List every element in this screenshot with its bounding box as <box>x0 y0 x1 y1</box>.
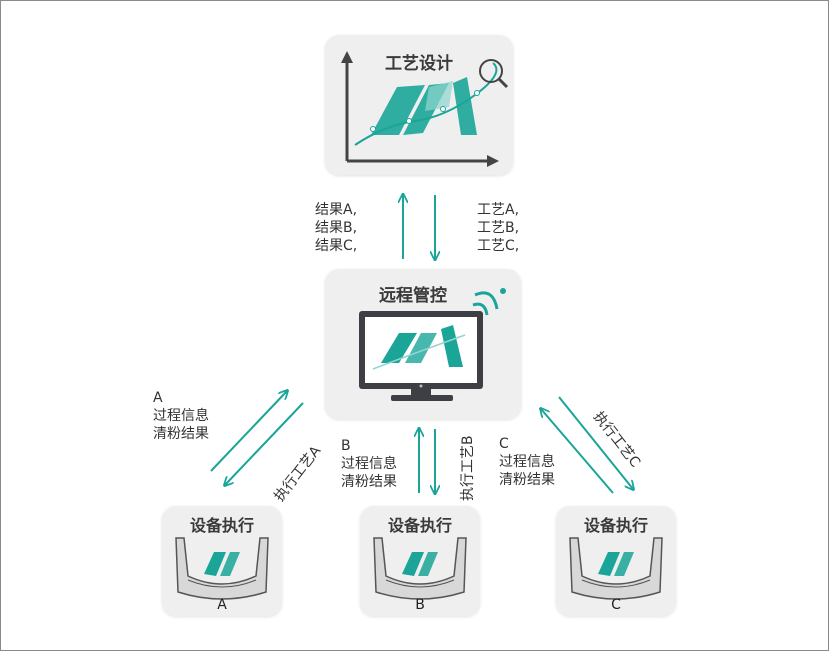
arrow-c-up <box>541 409 614 494</box>
device-b-title: 设备执行 <box>387 516 452 535</box>
feedback-a-labels: A 过程信息 清粉结果 <box>153 389 209 443</box>
arrow-a-up <box>210 391 287 472</box>
arrow-c-down <box>558 396 633 489</box>
result-a-label: 结果A, <box>315 202 358 218</box>
device-c-letter: C <box>611 597 621 613</box>
device-box-b: 设备执行 B <box>360 506 480 616</box>
result-b-label: 结果B, <box>315 220 358 236</box>
device-a-graphic <box>175 537 269 600</box>
device-box-c: 设备执行 C <box>556 506 676 616</box>
process-c-label: 工艺C, <box>477 238 520 254</box>
arrow-a-down <box>225 402 304 485</box>
device-a-letter: A <box>217 597 227 613</box>
process-a-label: 工艺A, <box>477 202 520 218</box>
device-box-a: 设备执行 A <box>162 506 282 616</box>
feedback-b-labels: B 过程信息 清粉结果 <box>341 437 397 491</box>
feedback-c-clean-result: 清粉结果 <box>499 472 555 488</box>
results-list: 结果A, 结果B, 结果C, <box>315 201 357 255</box>
feedback-b-process-info: 过程信息 <box>341 456 397 472</box>
remote-control-title: 远程管控 <box>379 286 447 306</box>
process-design-box: 工艺设计 <box>325 35 513 175</box>
design-chart-graphic <box>341 51 509 167</box>
device-b-graphic <box>373 537 467 600</box>
process-b-label: 工艺B, <box>477 220 520 236</box>
feedback-c-labels: C 过程信息 清粉结果 <box>499 435 555 489</box>
feedback-b-letter: B <box>341 438 351 454</box>
magnifier-icon <box>479 59 509 89</box>
feedback-a-letter: A <box>153 390 163 406</box>
remote-control-box: 远程管控 <box>325 269 521 419</box>
feedback-b-clean-result: 清粉结果 <box>341 474 397 490</box>
device-b-letter: B <box>415 597 425 613</box>
feedback-a-process-info: 过程信息 <box>153 408 209 424</box>
device-c-graphic <box>569 537 663 600</box>
feedback-c-letter: C <box>499 436 509 452</box>
device-c-title: 设备执行 <box>583 516 648 535</box>
result-c-label: 结果C, <box>315 238 358 254</box>
process-design-title: 工艺设计 <box>385 54 453 74</box>
feedback-c-process-info: 过程信息 <box>499 454 555 470</box>
feedback-a-clean-result: 清粉结果 <box>153 426 209 442</box>
monitor-graphic <box>359 288 506 401</box>
wifi-signal-icon <box>472 288 506 316</box>
device-a-title: 设备执行 <box>189 516 254 535</box>
process-list: 工艺A, 工艺B, 工艺C, <box>477 201 519 255</box>
